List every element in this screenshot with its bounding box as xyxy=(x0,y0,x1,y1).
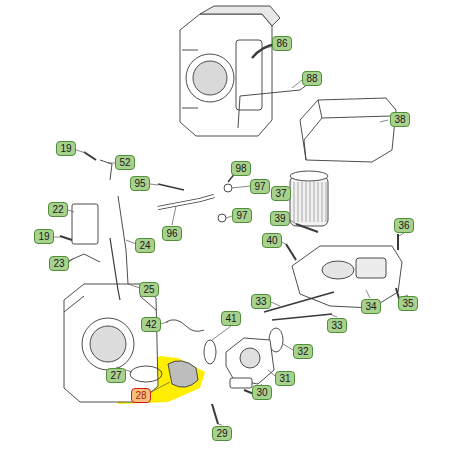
callout-number: 42 xyxy=(141,317,160,332)
callout-number: 41 xyxy=(221,311,240,326)
callout-number: 25 xyxy=(139,282,158,297)
callout-number: 37 xyxy=(271,186,290,201)
callout-text: 19 xyxy=(60,143,71,154)
callout-number: 96 xyxy=(162,226,181,241)
callout-text: 86 xyxy=(276,38,287,49)
filter-pleat xyxy=(314,182,315,222)
callout-text: 27 xyxy=(110,370,121,381)
leader-lines xyxy=(54,45,408,425)
callout-text: 37 xyxy=(275,188,286,199)
callout-text: 33 xyxy=(331,320,342,331)
air-filter-cover xyxy=(300,98,396,162)
callout-number: 40 xyxy=(262,233,281,248)
callout-number: 27 xyxy=(106,368,125,383)
filter-pleat xyxy=(310,182,311,222)
callout-number: 35 xyxy=(398,296,417,311)
callout-number: 88 xyxy=(302,71,321,86)
callout-text: 98 xyxy=(235,163,246,174)
callout-text: 23 xyxy=(53,258,64,269)
callout-text: 33 xyxy=(255,296,266,307)
callout-text: 36 xyxy=(398,220,409,231)
callout-number: 30 xyxy=(252,385,271,400)
filter-pleat xyxy=(326,182,327,222)
callout-text: 97 xyxy=(254,181,265,192)
filter-pleat xyxy=(306,182,307,222)
callout-text: 22 xyxy=(52,204,63,215)
callout-number: 33 xyxy=(327,318,346,333)
callout-text: 31 xyxy=(279,373,290,384)
callout-number: 98 xyxy=(231,161,250,176)
callout-text: 29 xyxy=(216,428,227,439)
callout-number: 32 xyxy=(293,344,312,359)
callout-text: 95 xyxy=(134,178,145,189)
callout-text: 32 xyxy=(297,346,308,357)
callout-text: 88 xyxy=(306,73,317,84)
callout-text: 19 xyxy=(38,231,49,242)
callout-text: 96 xyxy=(166,228,177,239)
callout-number: 33 xyxy=(251,294,270,309)
callout-number: 86 xyxy=(272,36,291,51)
callout-text: 38 xyxy=(394,114,405,125)
callout-text: 34 xyxy=(365,301,376,312)
engine-block xyxy=(180,14,272,136)
filter-pleat xyxy=(298,182,299,222)
callout-text: 24 xyxy=(139,240,150,251)
callout-number: 24 xyxy=(135,238,154,253)
callout-text: 39 xyxy=(274,213,285,224)
callout-text: 40 xyxy=(266,235,277,246)
callout-number: 95 xyxy=(130,176,149,191)
callout-number: 97 xyxy=(232,208,251,223)
callout-number: 36 xyxy=(394,218,413,233)
callout-number: 39 xyxy=(270,211,289,226)
filter-pleat xyxy=(294,182,295,222)
callout-number: 22 xyxy=(48,202,67,217)
callout-text: 97 xyxy=(236,210,247,221)
callout-text: 28 xyxy=(135,390,146,401)
callout-number: 19 xyxy=(56,141,75,156)
callout-text: 35 xyxy=(402,298,413,309)
callout-text: 41 xyxy=(225,313,236,324)
filter-element xyxy=(290,176,328,226)
callout-text: 42 xyxy=(145,319,156,330)
callout-text: 25 xyxy=(143,284,154,295)
callout-text: 52 xyxy=(119,157,130,168)
callout-number: 28 xyxy=(131,388,150,403)
callout-number: 34 xyxy=(361,299,380,314)
callout-text: 30 xyxy=(256,387,267,398)
callout-number: 19 xyxy=(34,229,53,244)
callout-number: 31 xyxy=(275,371,294,386)
callout-number: 97 xyxy=(250,179,269,194)
filter-pleat xyxy=(302,182,303,222)
cylinder-head xyxy=(64,284,158,402)
callout-number: 29 xyxy=(212,426,231,441)
callout-number: 52 xyxy=(115,155,134,170)
filter-pleat xyxy=(322,182,323,222)
carburetor xyxy=(226,338,274,384)
callout-number: 23 xyxy=(49,256,68,271)
filter-pleat xyxy=(318,182,319,222)
callout-number: 38 xyxy=(390,112,409,127)
